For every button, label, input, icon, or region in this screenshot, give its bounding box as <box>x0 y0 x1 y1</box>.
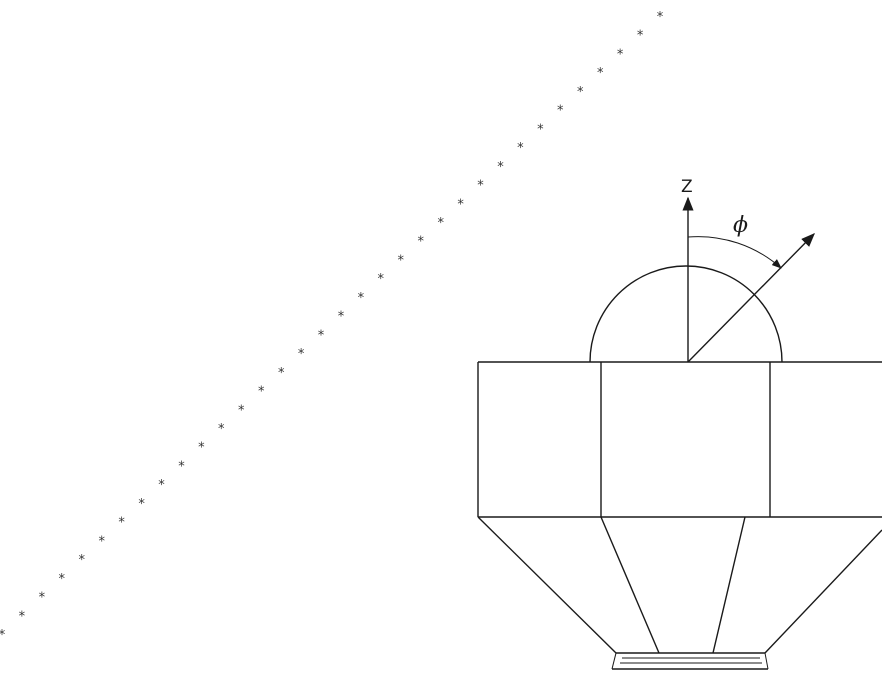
star-marker: * <box>637 29 644 44</box>
star-marker: * <box>98 534 105 549</box>
dome <box>589 265 783 363</box>
star-marker: * <box>577 85 584 100</box>
star-marker: * <box>79 553 86 568</box>
star-marker: * <box>537 122 544 137</box>
star-marker: * <box>39 591 46 606</box>
star-marker: * <box>398 254 405 269</box>
star-marker: * <box>0 628 6 643</box>
star-marker: * <box>278 366 285 381</box>
star-marker: * <box>437 216 444 231</box>
star-marker: * <box>138 497 145 512</box>
star-marker: * <box>358 291 365 306</box>
star-marker: * <box>158 478 165 493</box>
star-marker: * <box>378 272 385 287</box>
star-marker: * <box>218 422 225 437</box>
star-marker: * <box>318 328 325 343</box>
star-marker: * <box>417 235 424 250</box>
star-marker: * <box>477 179 484 194</box>
star-marker: * <box>59 572 66 587</box>
star-marker: * <box>617 48 624 63</box>
z-axis-label: Z <box>681 177 693 197</box>
star-marker: * <box>19 609 26 624</box>
star-marker: * <box>178 460 185 475</box>
star-trail: * * * * * * * * * * * * * * * * * * * * * * * * * * * * * * * * * * <box>0 10 664 643</box>
direction-vector <box>687 233 815 363</box>
star-marker: * <box>497 160 504 175</box>
star-marker: * <box>557 104 564 119</box>
star-marker: * <box>597 66 604 81</box>
base-flange <box>611 652 769 670</box>
star-marker: * <box>298 347 305 362</box>
star-marker: * <box>258 385 265 400</box>
star-marker: * <box>238 403 245 418</box>
angle-arc <box>687 236 782 269</box>
star-marker: * <box>118 516 125 531</box>
star-marker: * <box>198 441 205 456</box>
star-marker: * <box>457 197 464 212</box>
lower-hopper <box>477 516 882 654</box>
star-marker: * <box>338 310 345 325</box>
upper-housing <box>477 361 882 518</box>
star-marker: * <box>517 141 524 156</box>
star-marker: * <box>657 10 664 25</box>
angle-label: ϕ <box>733 213 748 238</box>
